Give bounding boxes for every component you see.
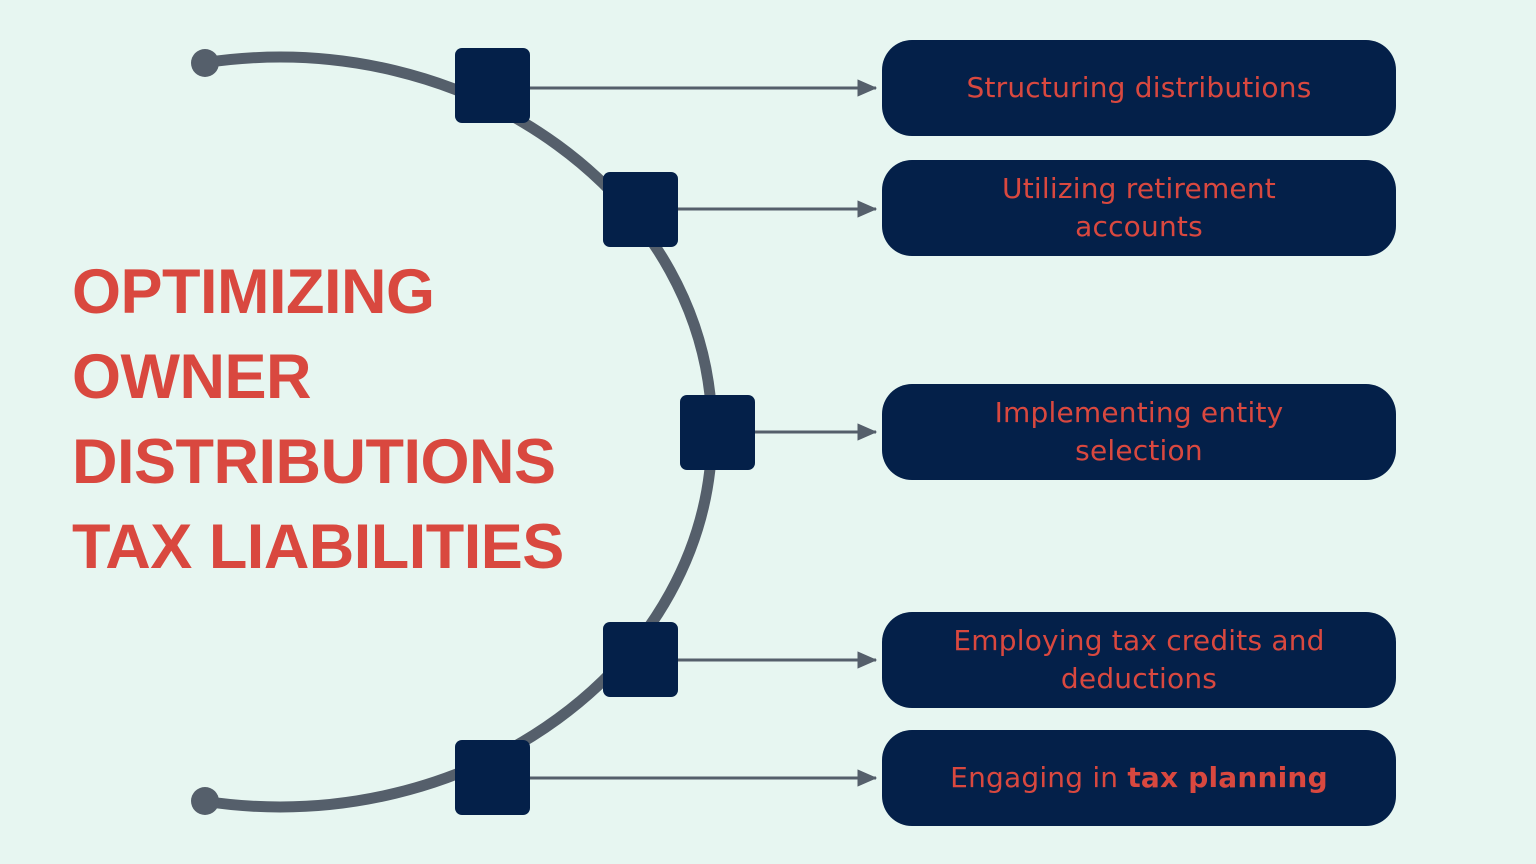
title-line-2: OWNER <box>72 342 311 412</box>
curve-end-dot <box>191 787 219 815</box>
info-card-1-label: Structuring distributions <box>966 71 1312 104</box>
flow-node-2[interactable] <box>603 172 678 247</box>
curve-start-dot <box>191 49 219 77</box>
title-line-4: TAX LIABILITIES <box>72 512 564 582</box>
info-card-5[interactable]: Engaging in tax planning <box>882 730 1396 826</box>
title-line-1: OPTIMIZING <box>72 257 435 327</box>
info-card-5-label: Engaging in tax planning <box>950 761 1328 794</box>
flow-node-3[interactable] <box>680 395 755 470</box>
flow-node-1[interactable] <box>455 48 530 123</box>
flow-node-4[interactable] <box>603 622 678 697</box>
flow-node-5[interactable] <box>455 740 530 815</box>
title-line-3: DISTRIBUTIONS <box>72 427 556 497</box>
page-title: OPTIMIZING OWNER DISTRIBUTIONS TAX LIABI… <box>72 250 672 590</box>
info-card-1[interactable]: Structuring distributions <box>882 40 1396 136</box>
